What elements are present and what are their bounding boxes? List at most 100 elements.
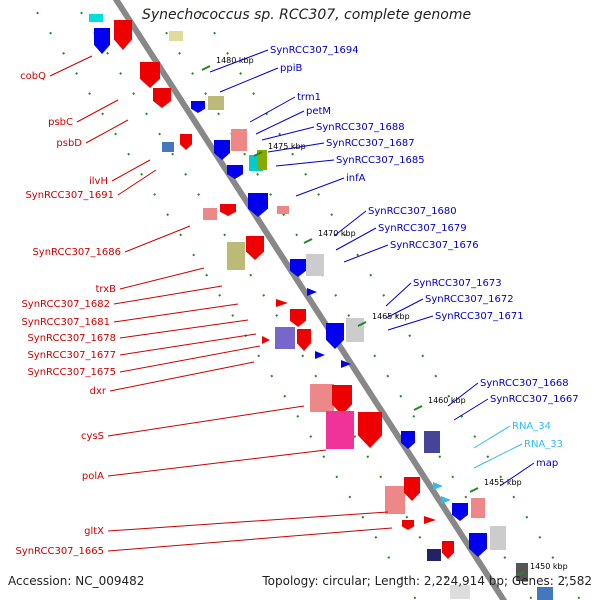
kbp-marker-5: 1455 kbp	[484, 478, 522, 487]
right-gene-label-10: SynRCC307_1676	[390, 240, 479, 251]
gene-box-2	[169, 31, 183, 41]
left-gene-label-14: polA	[82, 471, 104, 482]
left-gene-label-5: SynRCC307_1686	[32, 247, 121, 258]
left-leader-0	[49, 55, 93, 77]
kbp-marker-4: 1460 kbp	[428, 396, 466, 405]
gene-block-1	[114, 20, 132, 50]
gene-block-37	[401, 431, 415, 449]
kbp-tick-2	[303, 238, 313, 244]
right-gene-label-7: infA	[346, 173, 366, 184]
left-leader-13	[107, 405, 305, 437]
left-gene-label-6: trxB	[95, 284, 116, 295]
right-gene-label-17: RNA_33	[524, 439, 563, 450]
gene-box-19	[227, 242, 245, 270]
gene-box-18	[277, 206, 289, 214]
right-gene-label-4: SynRCC307_1688	[316, 122, 405, 133]
left-gene-label-13: cysS	[81, 431, 104, 442]
right-leader-8	[333, 210, 367, 237]
right-gene-label-12: SynRCC307_1672	[425, 294, 514, 305]
right-leader-12	[385, 298, 424, 319]
left-leader-14	[107, 449, 327, 477]
track-dots-0	[71, 0, 462, 600]
gene-block-27	[297, 329, 311, 351]
right-leader-11	[385, 282, 412, 307]
left-gene-label-1: psbC	[48, 117, 73, 128]
left-gene-label-2: psbD	[56, 138, 82, 149]
left-gene-label-7: SynRCC307_1682	[21, 299, 110, 310]
right-leader-0	[209, 49, 269, 73]
left-leader-6	[119, 267, 205, 290]
kbp-tick-5	[469, 487, 479, 493]
kbp-marker-1: 1475 kbp	[268, 142, 306, 151]
left-leader-8	[113, 303, 239, 323]
gene-arrow-32	[341, 360, 351, 368]
left-leader-15	[107, 511, 389, 532]
left-leader-12	[109, 361, 255, 392]
gene-block-10	[214, 140, 230, 160]
right-leader-10	[343, 244, 389, 263]
gene-box-17	[203, 208, 217, 220]
right-gene-label-1: ppiB	[280, 63, 302, 74]
kbp-marker-0: 1480 kbp	[216, 56, 254, 65]
gene-box-11	[231, 129, 247, 151]
left-leader-2	[85, 119, 129, 144]
kbp-tick-3	[357, 321, 367, 327]
right-leader-15	[453, 398, 489, 421]
left-gene-label-4: SynRCC307_1691	[25, 190, 114, 201]
gene-box-44	[471, 498, 485, 518]
gene-box-3	[89, 14, 103, 22]
gene-block-25	[290, 309, 306, 327]
left-gene-label-11: SynRCC307_1675	[27, 367, 116, 378]
gene-box-14	[257, 150, 267, 170]
kbp-tick-4	[413, 405, 423, 411]
gene-block-43	[452, 503, 468, 521]
gene-box-50	[490, 526, 506, 550]
gene-arrow-23	[307, 288, 317, 296]
gene-box-22	[306, 254, 324, 276]
gene-block-48	[442, 541, 454, 559]
left-leader-4	[117, 169, 157, 196]
gene-arrow-41	[433, 482, 443, 490]
kbp-tick-0	[201, 65, 211, 71]
left-leader-10	[119, 333, 257, 356]
kbp-tick-6	[515, 571, 525, 577]
gene-block-4	[140, 62, 160, 88]
gene-block-49	[469, 533, 487, 557]
gene-box-26	[275, 327, 295, 349]
left-gene-label-10: SynRCC307_1677	[27, 350, 116, 361]
right-leader-6	[275, 159, 335, 167]
left-leader-11	[119, 345, 261, 373]
gene-block-45	[402, 520, 414, 530]
gene-box-31	[346, 318, 364, 342]
right-gene-label-2: trm1	[297, 92, 321, 103]
kbp-marker-6: 1450 kbp	[530, 562, 568, 571]
gene-block-15	[248, 193, 268, 217]
right-gene-label-14: SynRCC307_1668	[480, 378, 569, 389]
gene-block-5	[153, 88, 171, 108]
gene-box-39	[385, 486, 405, 514]
left-gene-label-9: SynRCC307_1678	[27, 333, 116, 344]
gene-arrow-46	[424, 516, 436, 524]
right-gene-label-5: SynRCC307_1687	[326, 138, 415, 149]
gene-box-8	[162, 142, 174, 152]
right-leader-3	[255, 110, 305, 135]
left-leader-16	[107, 527, 393, 552]
right-gene-label-15: SynRCC307_1667	[490, 394, 579, 405]
gene-block-9	[180, 134, 192, 150]
gene-box-52	[450, 585, 470, 599]
right-gene-label-18: map	[536, 458, 558, 469]
left-gene-label-0: cobQ	[20, 71, 46, 82]
left-leader-3	[111, 159, 151, 182]
right-gene-label-0: SynRCC307_1694	[270, 45, 359, 56]
right-gene-label-11: SynRCC307_1673	[413, 278, 502, 289]
gene-block-6	[191, 101, 205, 113]
gene-block-36	[358, 412, 382, 448]
gene-block-0	[94, 28, 110, 54]
right-leader-1	[219, 67, 279, 93]
right-leader-18	[499, 462, 535, 487]
left-leader-7	[113, 285, 223, 305]
left-leader-9	[119, 319, 249, 339]
accession-text: Accession: NC_009482	[8, 574, 145, 588]
genome-backbone	[112, 0, 508, 600]
right-leader-5	[267, 142, 325, 153]
